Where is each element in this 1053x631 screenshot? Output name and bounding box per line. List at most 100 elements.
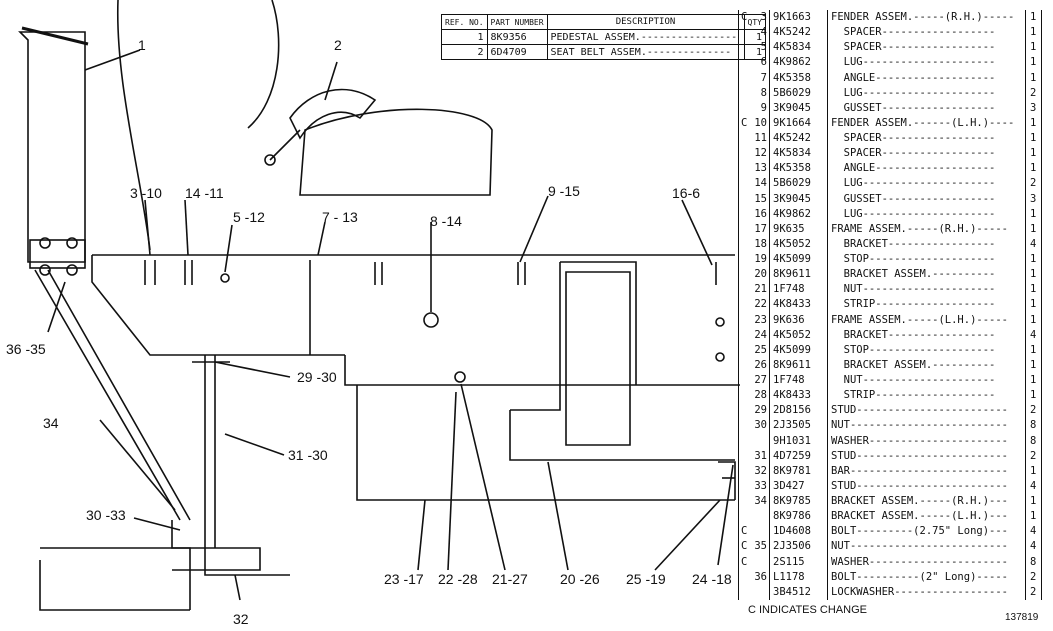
part-qty: 2 (1030, 177, 1037, 190)
part-ref: 21 (754, 283, 767, 296)
part-ref: 28 (754, 389, 767, 402)
part-qty: 1 (1030, 147, 1037, 160)
cell-part: 8K9356 (486, 29, 548, 45)
part-ref: 10 (754, 116, 767, 129)
part-desc: FRAME ASSEM.-----(R.H.)----- (831, 222, 1009, 235)
part-number: 8K9786 (773, 510, 811, 523)
callout-24-18: 24 -18 (692, 571, 732, 587)
part-desc: STUD------------------------ (831, 479, 1009, 492)
part-number: 9H1031 (773, 434, 811, 447)
part-number: 1F748 (773, 374, 805, 387)
part-desc: NUT------------------------- (831, 419, 1009, 432)
part-desc: LOCKWASHER------------------ (831, 585, 1009, 598)
part-desc: BRACKET ASSEM.---------- (831, 358, 996, 371)
part-number: 2S115 (773, 555, 805, 568)
part-ref: 25 (754, 343, 767, 356)
part-desc: STUD------------------------ (831, 449, 1009, 462)
part-ref: 17 (754, 222, 767, 235)
divider (827, 10, 828, 600)
part-number: 2J3506 (773, 540, 811, 553)
part-number: 4K5242 (773, 132, 811, 145)
part-ref: 19 (754, 253, 767, 266)
cell-qty: 1 (743, 44, 766, 60)
part-number: 1F748 (773, 283, 805, 296)
part-ref: 3 (760, 11, 767, 23)
part-ref: 33 (754, 479, 767, 492)
part-qty: 1 (1030, 313, 1037, 326)
table-header-row: REF. NO. PART NUMBER DESCRIPTION QTY (441, 14, 766, 30)
part-number: 3B4512 (773, 585, 811, 598)
figure-number: 137819 (1005, 612, 1039, 623)
part-desc: SPACER------------------ (831, 132, 996, 145)
part-desc: STRIP------------------- (831, 389, 996, 402)
part-number: 4K9862 (773, 207, 811, 220)
part-desc: BRACKET----------------- (831, 328, 996, 341)
part-desc: BRACKET ASSEM.-----(L.H.)--- (831, 510, 1009, 523)
part-qty: 1 (1030, 283, 1037, 296)
part-desc: STRIP------------------- (831, 298, 996, 311)
callout-29-30: 29 -30 (297, 369, 337, 385)
callout-23-17: 23 -17 (384, 571, 424, 587)
part-desc: LUG--------------------- (831, 177, 996, 190)
part-ref: 32 (754, 464, 767, 477)
part-desc: BAR------------------------- (831, 464, 1009, 477)
part-number: 4K8433 (773, 389, 811, 402)
part-ref: 14 (754, 177, 767, 190)
callout-21-27: 21-27 (492, 571, 528, 587)
callout-3-10: 3 -10 (130, 185, 162, 201)
part-number: 9K1663 (773, 11, 811, 23)
part-number: 4K5834 (773, 41, 811, 54)
part-ref: 29 (754, 404, 767, 417)
callout-1: 1 (138, 37, 146, 53)
part-ref: 31 (754, 449, 767, 462)
part-number: 2D8156 (773, 404, 811, 417)
part-ref: 11 (754, 132, 767, 145)
part-number: 4K5099 (773, 253, 811, 266)
callout-34: 34 (43, 415, 59, 431)
part-ref: 20 (754, 268, 767, 281)
part-qty: 2 (1030, 404, 1037, 417)
callout-30-33: 30 -33 (86, 507, 126, 523)
cell-desc: PEDESTAL ASSEM.---------------- (546, 29, 745, 45)
part-ref: 9 (760, 101, 767, 114)
part-desc: BOLT---------(2.75" Long)--- (831, 525, 1009, 538)
part-qty: 1 (1030, 162, 1037, 175)
part-qty: 1 (1030, 389, 1037, 402)
part-number: 3K9045 (773, 192, 811, 205)
part-qty: 4 (1030, 237, 1037, 250)
callout-25-19: 25 -19 (626, 571, 666, 587)
part-desc: LUG--------------------- (831, 56, 996, 69)
header-desc: DESCRIPTION (546, 14, 745, 30)
part-ref: 34 (754, 495, 767, 508)
callout-20-26: 20 -26 (560, 571, 600, 587)
part-ref: 13 (754, 162, 767, 175)
part-qty: 3 (1030, 101, 1037, 114)
part-qty: 1 (1030, 374, 1037, 387)
part-qty: 1 (1030, 116, 1037, 129)
part-desc: GUSSET------------------ (831, 192, 996, 205)
part-desc: SPACER------------------ (831, 26, 996, 39)
callout-5-12: 5 -12 (233, 209, 265, 225)
part-qty: 1 (1030, 343, 1037, 356)
callout-9-15: 9 -15 (548, 183, 580, 199)
seat-belt (289, 88, 377, 140)
part-desc: STOP-------------------- (831, 253, 996, 266)
